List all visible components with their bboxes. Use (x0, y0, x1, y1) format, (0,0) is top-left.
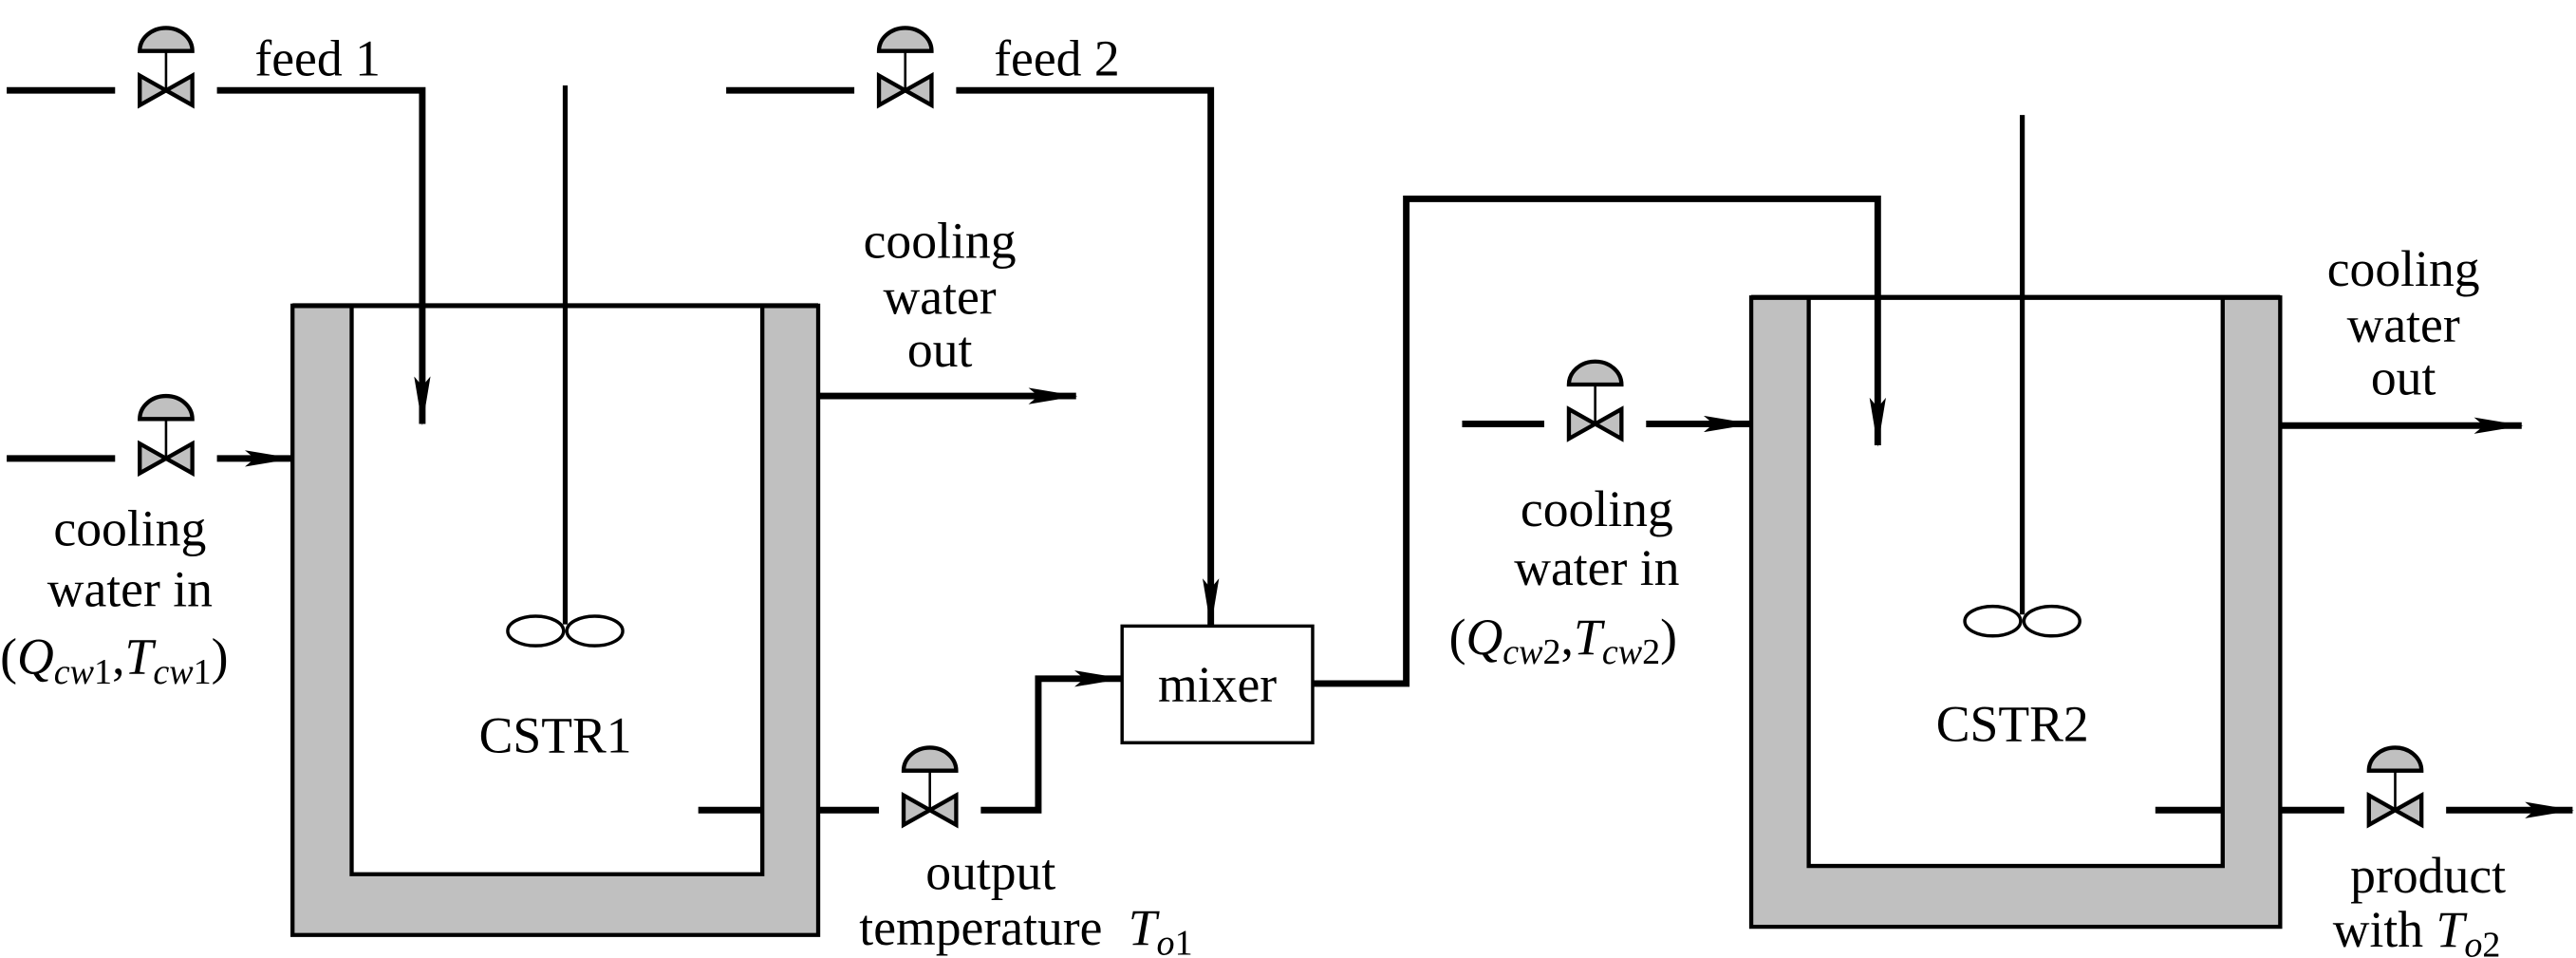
valve-cw-in1-icon[interactable] (140, 396, 192, 473)
cw-in1-vars: (Qcw1,Tcw1) (0, 629, 228, 692)
mixer-box[interactable] (1120, 624, 1315, 745)
cstr2-impeller-left (1963, 604, 2023, 638)
feed2-line: feed 2 (726, 28, 1220, 629)
cw-out2-line3: out (2371, 348, 2436, 405)
cw-in2-line2: water in (1514, 539, 1679, 596)
cw-out2-line2: water (2347, 296, 2460, 353)
cw-in2-line1: cooling (1521, 480, 1673, 537)
cw-in1-line2: water in (47, 561, 213, 618)
valve-feed1-icon[interactable] (140, 28, 192, 104)
cw-out1-line3: out (907, 321, 973, 378)
mixer: mixer (1120, 624, 1315, 745)
valve-cw-in2-icon[interactable] (1569, 362, 1621, 439)
valve-product-icon[interactable] (2369, 747, 2421, 824)
product-line: product with To2 (2155, 747, 2575, 958)
output1-line1: output (925, 843, 1055, 900)
valve-feed2-icon[interactable] (879, 28, 931, 104)
cw-out2-line1: cooling (2327, 240, 2480, 297)
cstr1-label: CSTR1 (479, 707, 632, 764)
cw-in1-line1: cooling (53, 500, 206, 557)
cw-out2-line: cooling water out (2280, 240, 2524, 434)
cw-out1-line1: cooling (864, 213, 1017, 270)
cstr2-vessel: CSTR2 (1748, 115, 2283, 930)
cstr2-label: CSTR2 (1936, 696, 2089, 753)
cstr1-impeller-right (565, 614, 625, 648)
output1-line2: temperature To1 (859, 899, 1192, 958)
mixer-to-cstr2-line (1312, 195, 1886, 687)
cw-in2-line: cooling water in (Qcw2,Tcw2) (1449, 362, 1753, 672)
feed1-label: feed 1 (254, 30, 381, 87)
cstr1-vessel: CSTR1 (290, 85, 821, 937)
output1-line: output temperature To1 (698, 670, 1193, 958)
cstr1-impeller-left (506, 614, 566, 648)
feed1-line: feed 1 (7, 28, 431, 426)
feed2-label: feed 2 (994, 30, 1120, 87)
cw-out1-line2: water (884, 269, 997, 326)
cw-out1-line: cooling water out (818, 213, 1078, 404)
mixer-label: mixer (1158, 656, 1277, 713)
cw-in2-vars: (Qcw2,Tcw2) (1449, 609, 1677, 672)
cstr2-impeller-right (2022, 604, 2081, 638)
cw-in1-line: cooling water in (Qcw1,Tcw1) (0, 396, 294, 692)
product-line2: with To2 (2333, 901, 2501, 958)
product-line1: product (2350, 847, 2506, 904)
valve-output1-icon[interactable] (904, 747, 956, 824)
